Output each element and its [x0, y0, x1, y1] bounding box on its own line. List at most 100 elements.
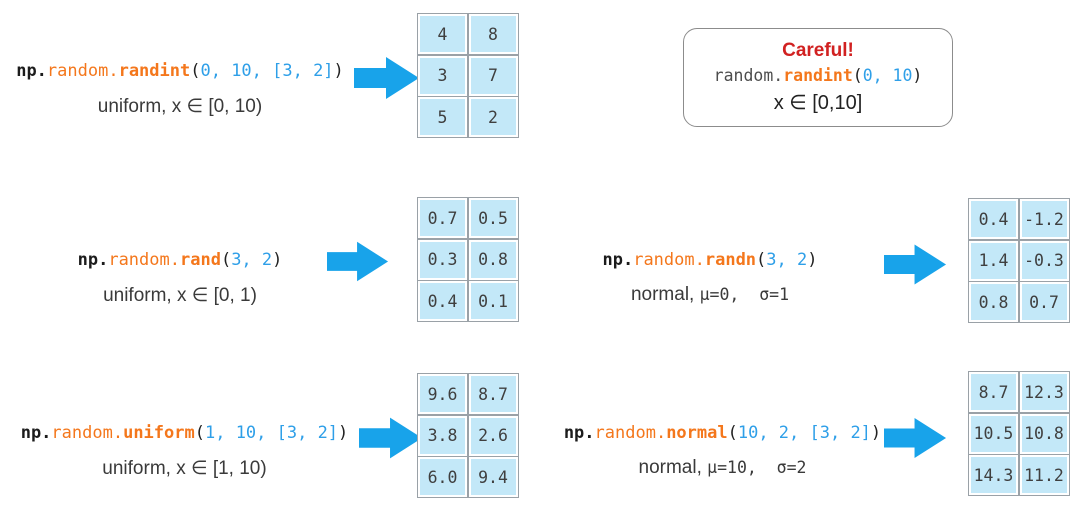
code-function: randn: [704, 250, 757, 270]
code-args: 3, 2: [231, 250, 273, 270]
randint-output-matrix: 4 8 3 7 5 2: [417, 13, 519, 138]
careful-callout-box: Careful! random.randint(0, 10) x ∈ [0,10…: [683, 28, 953, 127]
matrix-cell: 0.7: [418, 198, 467, 238]
uniform-block: np.random.uniform(1, 10, [3, 2]) uniform…: [12, 422, 357, 480]
matrix-cell: 12.3: [1019, 372, 1069, 412]
matrix-cell: 0.5: [468, 198, 518, 238]
code-module: random.: [594, 423, 667, 443]
desc-math: μ=0, σ=1: [699, 285, 790, 305]
code-paren: (: [727, 423, 738, 443]
matrix-cell: 0.4: [969, 199, 1018, 239]
arrow-icon: [354, 57, 419, 99]
code-paren: (: [190, 61, 201, 81]
code-paren: ): [333, 61, 344, 81]
matrix-cell: 2.6: [468, 415, 518, 456]
matrix-cell: 4: [418, 14, 467, 54]
randint-description: uniform, x ∈ [0, 10): [98, 95, 262, 118]
arrow-icon: [884, 417, 947, 459]
matrix-cell: 0.4: [418, 281, 467, 321]
code-paren: (: [756, 250, 767, 270]
code-prefix: np.: [602, 250, 634, 270]
desc-math: μ=10, σ=2: [707, 458, 807, 478]
desc-text: uniform, x ∈ [1, 10): [102, 458, 267, 480]
randn-description: normal, μ=0, σ=1: [631, 284, 789, 306]
code-args: 3, 2: [766, 250, 808, 270]
code-args: 0, 10: [862, 66, 913, 86]
matrix-cell: 7: [468, 55, 518, 96]
arrow-icon: [884, 244, 947, 285]
code-paren: (: [852, 66, 863, 86]
rand-code: np.random.rand(3, 2): [78, 249, 283, 271]
arrow-shape: [354, 57, 419, 99]
matrix-cell: 8: [468, 14, 518, 54]
matrix-cell: 11.2: [1019, 455, 1069, 495]
arrow-shape: [359, 417, 423, 459]
normal-code: np.random.normal(10, 2, [3, 2]): [564, 422, 881, 444]
uniform-description: uniform, x ∈ [1, 10): [102, 457, 266, 480]
code-prefix: np.: [16, 61, 47, 81]
matrix-cell: 5: [418, 97, 467, 137]
matrix-cell: -1.2: [1019, 199, 1069, 239]
arrow-icon: [359, 417, 423, 459]
matrix-cell: 6.0: [418, 457, 467, 497]
careful-title: Careful!: [782, 40, 854, 62]
uniform-code: np.random.uniform(1, 10, [3, 2]): [21, 422, 349, 444]
arrow-shape: [327, 241, 389, 282]
code-function: randint: [783, 66, 853, 86]
matrix-cell: 9.6: [418, 374, 467, 414]
desc-text: uniform, x ∈ [0, 10): [97, 96, 263, 118]
code-prefix: np.: [563, 423, 595, 443]
matrix-cell: -0.3: [1019, 240, 1069, 281]
desc-text: normal,: [638, 457, 708, 479]
matrix-cell: 10.5: [969, 413, 1018, 454]
arrow-icon: [327, 241, 389, 282]
code-prefix: np.: [20, 423, 52, 443]
desc-text: uniform, x ∈ [0, 1): [103, 285, 257, 307]
randint-code: np.random.randint(0, 10, [3, 2]): [16, 60, 344, 82]
code-function: uniform: [123, 423, 195, 443]
randn-output-matrix: 0.4 -1.2 1.4 -0.3 0.8 0.7: [968, 198, 1070, 323]
uniform-output-matrix: 9.6 8.7 3.8 2.6 6.0 9.4: [417, 373, 519, 498]
rand-block: np.random.rand(3, 2) uniform, x ∈ [0, 1): [40, 249, 320, 307]
code-module: random.: [633, 250, 705, 270]
matrix-cell: 0.8: [468, 239, 518, 280]
matrix-cell: 0.3: [418, 239, 467, 280]
code-module: random.: [108, 250, 180, 270]
matrix-cell: 8.7: [468, 374, 518, 414]
normal-description: normal, μ=10, σ=2: [639, 457, 807, 479]
matrix-cell: 0.1: [468, 281, 518, 321]
code-args: 1, 10, [3, 2]: [204, 423, 339, 443]
matrix-cell: 3.8: [418, 415, 467, 456]
matrix-cell: 10.8: [1019, 413, 1069, 454]
matrix-cell: 0.7: [1019, 282, 1069, 322]
code-module: random.: [46, 61, 119, 81]
careful-code: random.randint(0, 10): [714, 65, 923, 86]
rand-description: uniform, x ∈ [0, 1): [103, 284, 257, 307]
normal-output-matrix: 8.7 12.3 10.5 10.8 14.3 11.2: [968, 371, 1070, 496]
desc-text: normal,: [630, 284, 700, 306]
randn-block: np.random.randn(3, 2) normal, μ=0, σ=1: [575, 249, 845, 306]
code-paren: ): [272, 250, 283, 270]
code-prefix: np.: [77, 250, 109, 270]
rand-output-matrix: 0.7 0.5 0.3 0.8 0.4 0.1: [417, 197, 519, 322]
code-module: random.: [713, 66, 784, 86]
code-function: randint: [118, 61, 191, 81]
code-paren: ): [338, 423, 349, 443]
matrix-cell: 0.8: [969, 282, 1018, 322]
matrix-cell: 3: [418, 55, 467, 96]
careful-formula: x ∈ [0,10]: [773, 91, 863, 114]
code-paren: (: [220, 250, 232, 270]
arrow-shape: [884, 244, 947, 285]
code-args: 10, 2, [3, 2]: [737, 423, 871, 443]
randn-code: np.random.randn(3, 2): [602, 249, 817, 271]
code-paren: ): [912, 66, 923, 86]
matrix-cell: 14.3: [969, 455, 1018, 495]
arrow-shape: [884, 417, 947, 459]
matrix-cell: 1.4: [969, 240, 1018, 281]
code-function: rand: [179, 250, 221, 270]
code-args: 0, 10, [3, 2]: [200, 61, 334, 81]
code-function: normal: [666, 423, 728, 443]
normal-block: np.random.normal(10, 2, [3, 2]) normal, …: [560, 422, 885, 479]
randint-block: np.random.randint(0, 10, [3, 2]) uniform…: [12, 60, 348, 118]
